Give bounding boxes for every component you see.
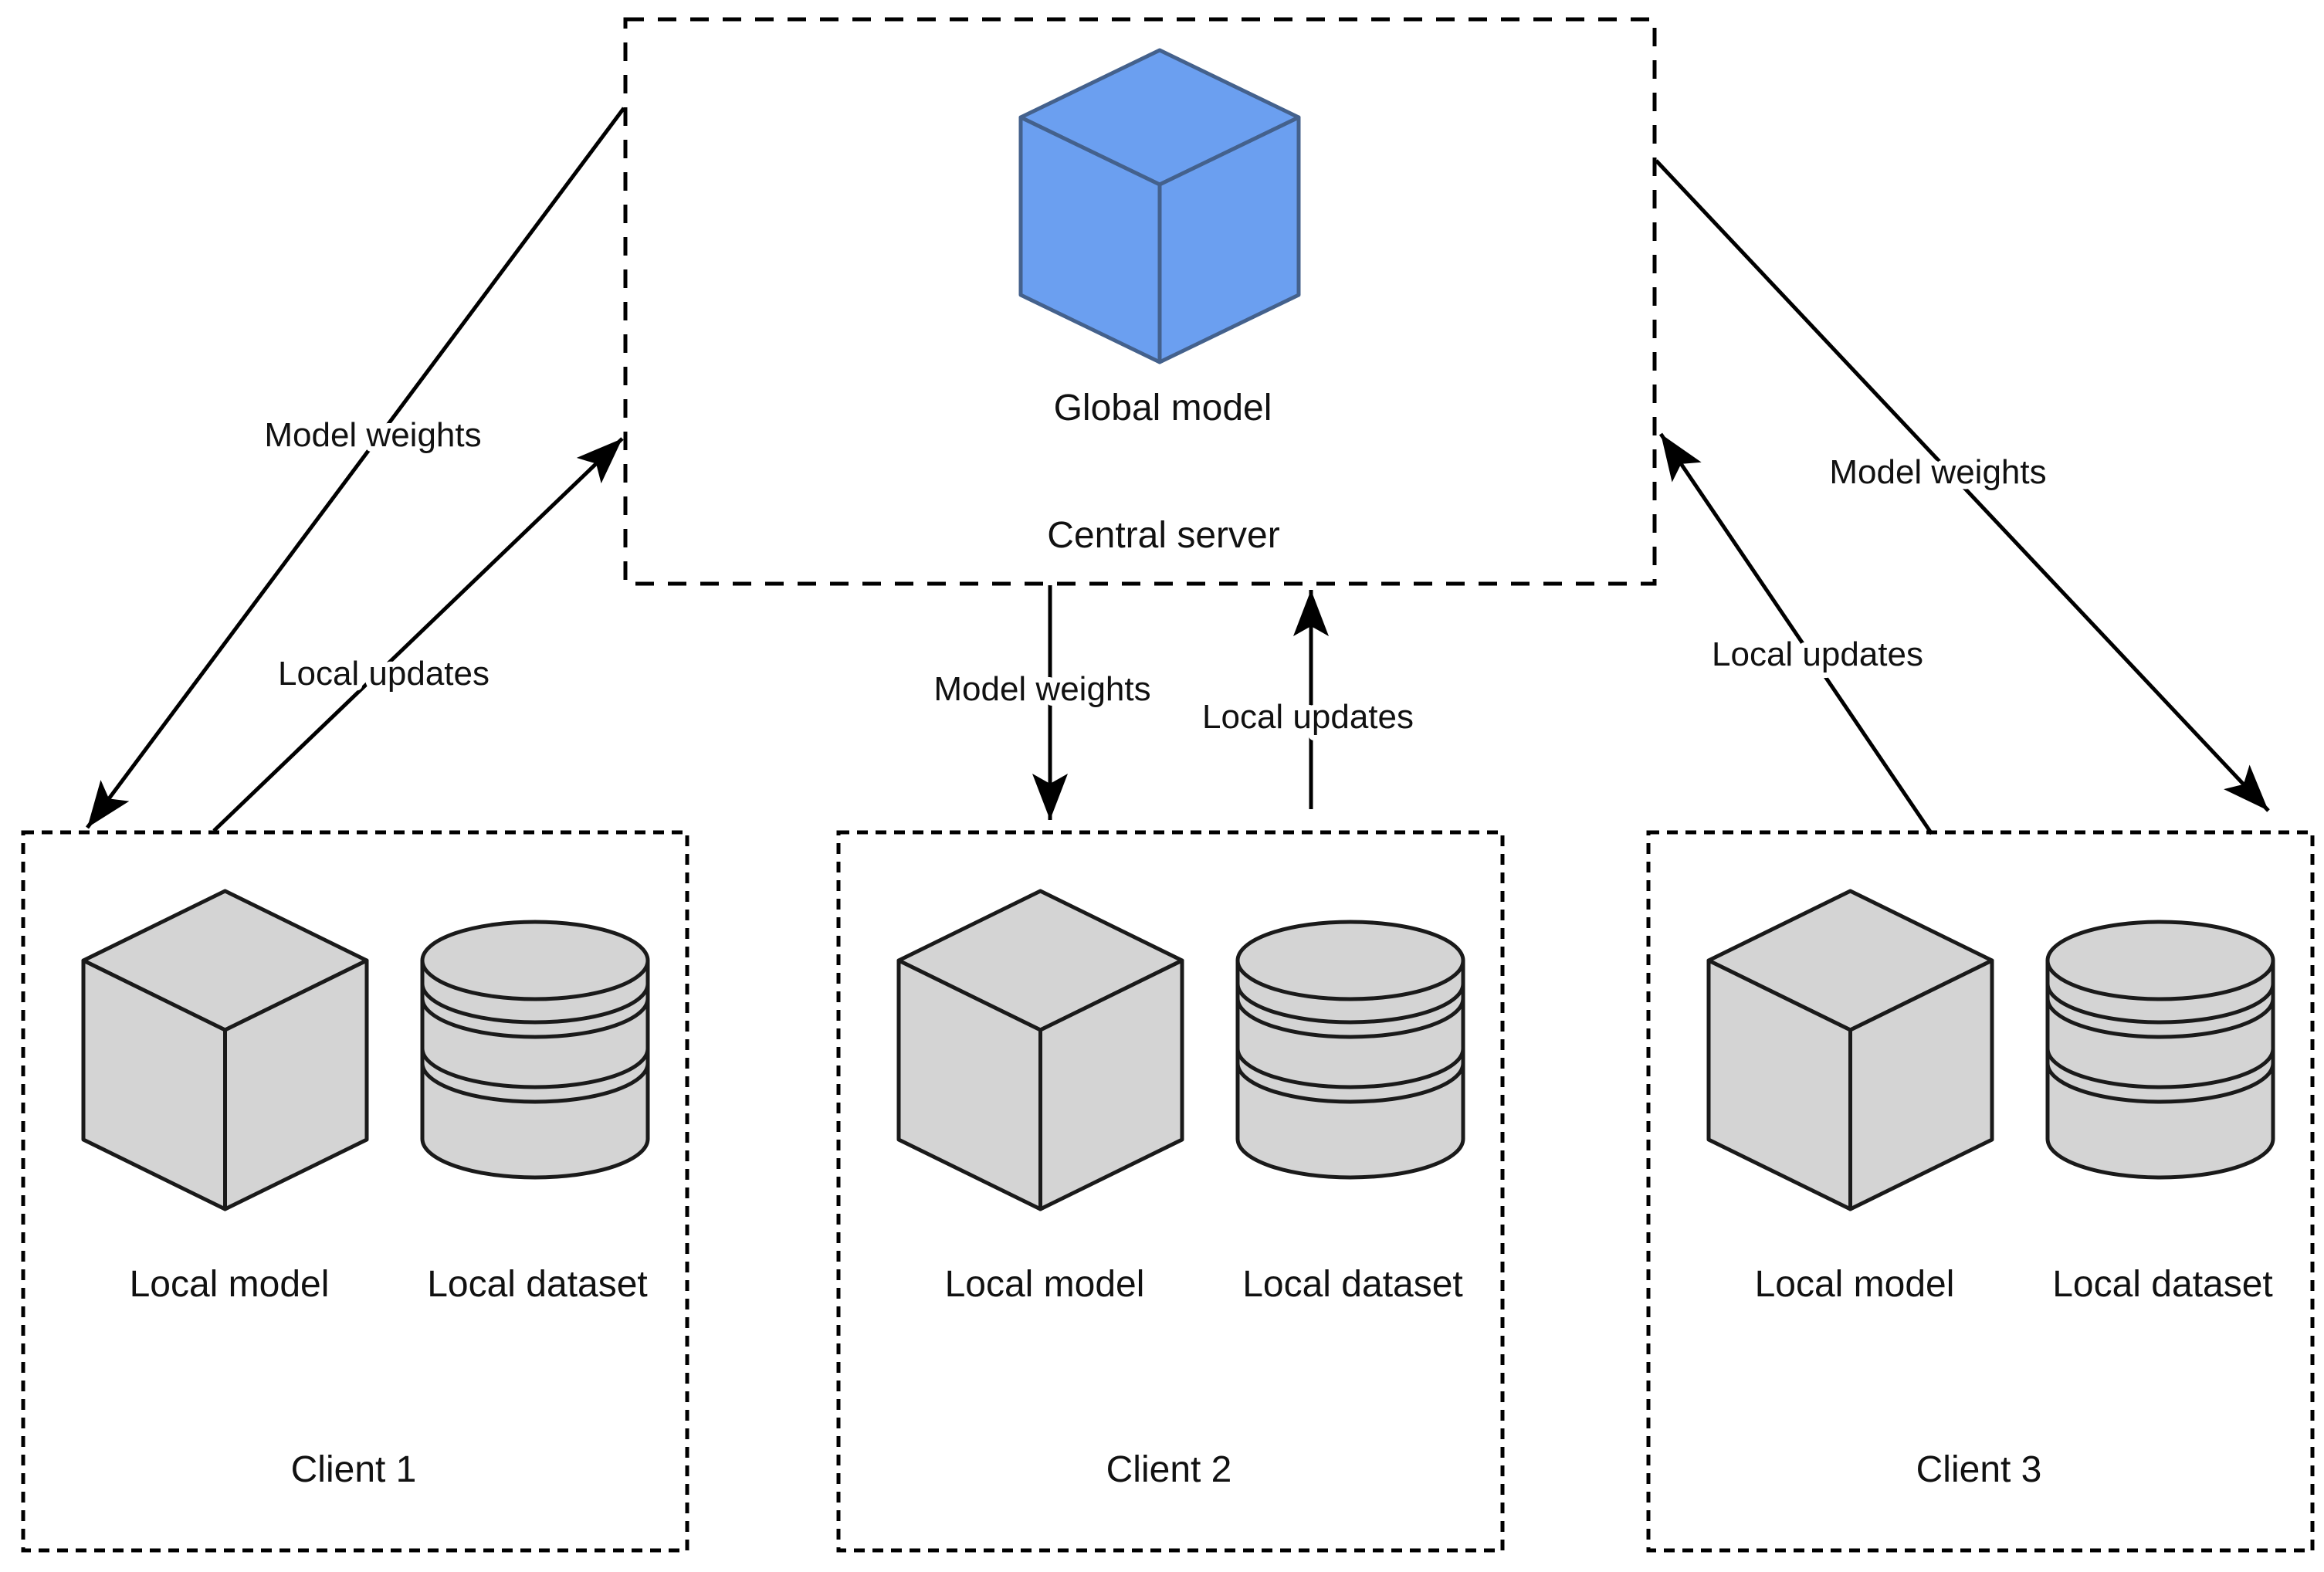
database-groove [1235,1048,1465,1089]
cube-right-face [1038,958,1184,1211]
local-dataset-label: Local dataset [1242,1264,1463,1305]
central-server-box [623,17,1657,586]
edge-label-local-updates-left: Local updates [278,655,490,693]
global-model-cube-icon [1018,48,1301,364]
edge-label-model-weights-right: Model weights [1829,453,2046,491]
local-dataset-database-icon [2045,920,2275,1180]
edge-label-local-updates-right: Local updates [1712,635,1923,673]
client-2-box [836,830,1505,1553]
database-groove [420,1062,650,1104]
client-1-group: Local model Local dataset Client 1 [21,830,689,1553]
local-model-label: Local model [945,1264,1145,1305]
client-1-box [21,830,689,1553]
client-3-label: Client 3 [1916,1449,2042,1490]
client-2-group: Local model Local dataset Client 2 [836,830,1505,1553]
cube-right-face [223,958,369,1211]
cube-right-face [1848,958,1994,1211]
local-model-label: Local model [1755,1264,1955,1305]
cube-right-face [1157,115,1301,364]
local-dataset-label: Local dataset [427,1264,648,1305]
local-dataset-label: Local dataset [2052,1264,2273,1305]
database-body [420,958,650,1180]
database-groove [420,1048,650,1089]
client-2-label: Client 2 [1106,1449,1232,1490]
database-groove [420,983,650,1025]
arrow-model-weights-client3 [1655,159,2270,812]
database-lid [2045,920,2275,1001]
global-model-label: Global model [1054,388,1272,429]
arrow-local-updates-client3 [1658,432,1934,835]
local-model-cube-icon [1706,889,1994,1211]
local-model-cube-icon [896,889,1184,1211]
client-1-label: Client 1 [291,1449,417,1490]
database-lid [1235,920,1465,1001]
client-3-group: Local model Local dataset Client 3 [1646,830,2315,1553]
edge-label-model-weights-left: Model weights [264,416,481,454]
local-model-label: Local model [130,1264,330,1305]
client-3-box [1646,830,2315,1553]
database-body [2045,958,2275,1180]
edge-label-model-weights-middle: Model weights [933,670,1150,708]
database-body [1235,958,1465,1180]
arrow-model-weights-client1 [85,107,626,829]
database-groove [2045,1062,2275,1104]
edges-group: Model weights Local updates Model weight… [85,107,2270,835]
database-groove [2045,983,2275,1025]
central-server-group: Global model Central server [623,17,1657,586]
local-dataset-database-icon [420,920,650,1180]
database-groove [420,998,650,1039]
arrow-local-updates-client1 [212,437,624,832]
database-groove [1235,1062,1465,1104]
database-groove [1235,983,1465,1025]
database-groove [1235,998,1465,1039]
edge-label-local-updates-middle: Local updates [1202,698,1414,736]
database-groove [2045,998,2275,1039]
local-dataset-database-icon [1235,920,1465,1180]
database-groove [2045,1048,2275,1089]
central-server-label: Central server [1047,515,1279,556]
local-model-cube-icon [81,889,369,1211]
database-lid [420,920,650,1001]
